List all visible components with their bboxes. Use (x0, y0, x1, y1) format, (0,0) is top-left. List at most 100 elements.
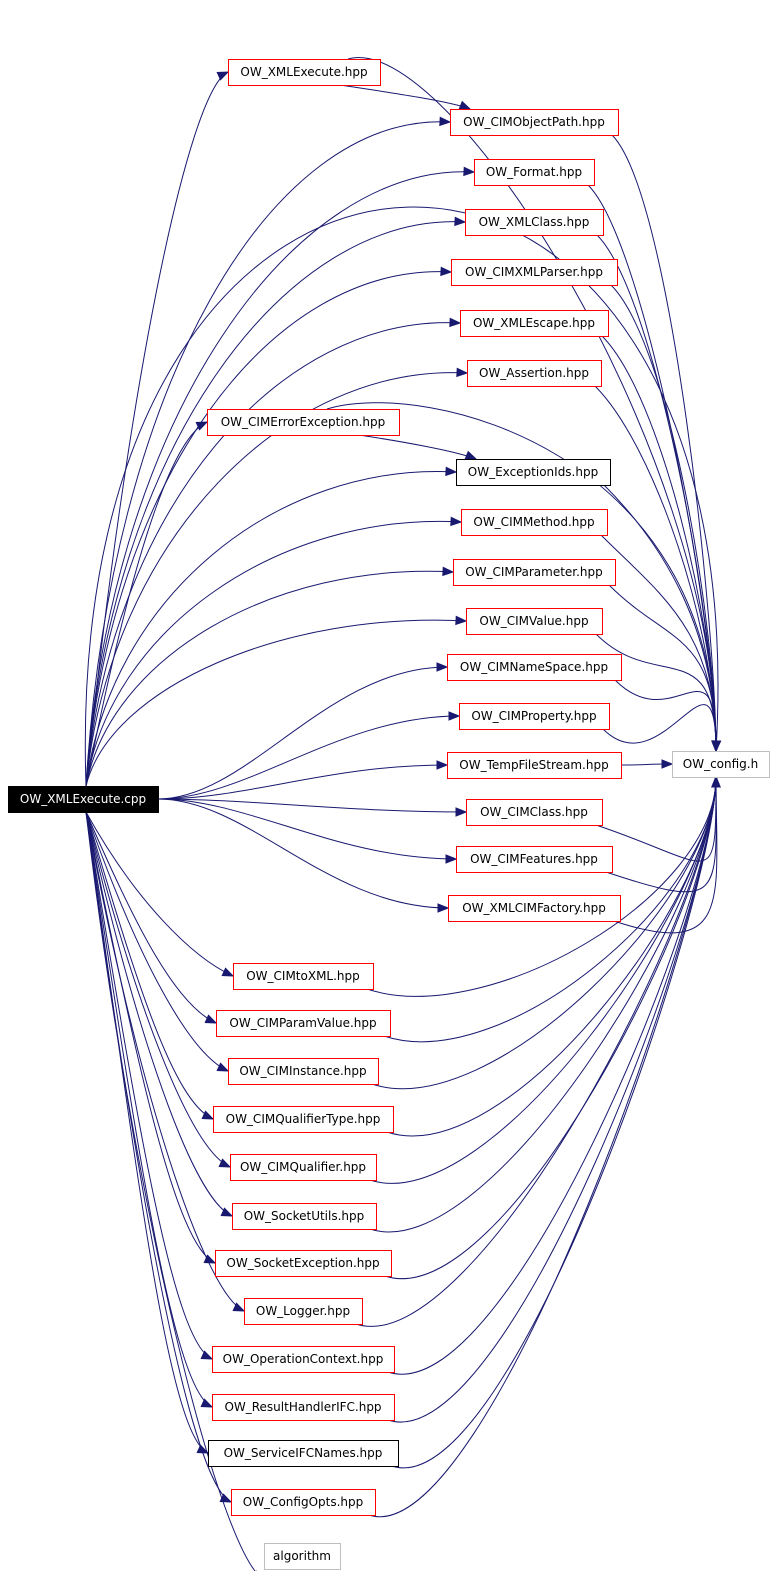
node-ow-operationcontext-hpp[interactable]: OW_OperationContext.hpp (212, 1346, 395, 1373)
node-ow-xmlescape-hpp[interactable]: OW_XMLEscape.hpp (460, 310, 609, 337)
node-ow-cimobjectpath-hpp[interactable]: OW_CIMObjectPath.hpp (450, 109, 619, 136)
arrowhead-n0-n11 (442, 566, 455, 577)
edge-n0-n32 (85, 811, 256, 1571)
node-box (466, 608, 603, 635)
node-box (208, 1440, 399, 1467)
node-box (228, 1058, 379, 1085)
node-ow-tempfilestream-hpp[interactable]: OW_TempFileStream.hpp (447, 752, 622, 779)
node-label: OW_XMLClass.hpp (479, 215, 590, 229)
edge-n0-n28 (85, 811, 213, 1360)
node-ow-cimerrorexception-hpp[interactable]: OW_CIMErrorException.hpp (207, 409, 400, 436)
arrowhead-n0-n22 (216, 1062, 230, 1072)
node-box (232, 1203, 377, 1230)
edge-n0-n14 (157, 715, 460, 800)
node-ow-socketexception-hpp[interactable]: OW_SocketException.hpp (215, 1250, 392, 1277)
arrowhead-n0-n5 (440, 266, 453, 277)
edge-n0-n5 (85, 271, 452, 787)
node-label: OW_OperationContext.hpp (223, 1352, 384, 1366)
node-label: OW_CIMInstance.hpp (239, 1064, 366, 1078)
node-box (453, 559, 616, 586)
arrowhead-n0-n27 (232, 1302, 246, 1312)
edge-n8-n9 (358, 434, 477, 460)
edge-n21-n19 (383, 776, 717, 1043)
node-ow-cimvalue-hpp[interactable]: OW_CIMValue.hpp (466, 608, 603, 635)
node-label: OW_XMLEscape.hpp (473, 316, 595, 330)
edge-n0-n25 (85, 811, 233, 1217)
node-ow-cimqualifiertype-hpp[interactable]: OW_CIMQualifierType.hpp (213, 1106, 394, 1133)
node-ow-cimfeatures-hpp[interactable]: OW_CIMFeatures.hpp (456, 846, 613, 873)
node-label: OW_CIMValue.hpp (479, 614, 588, 628)
edge-n25-n19 (369, 776, 717, 1233)
node-box (456, 846, 613, 873)
node-ow-logger-hpp[interactable]: OW_Logger.hpp (244, 1298, 363, 1325)
node-label: OW_CIMFeatures.hpp (470, 852, 598, 866)
node-ow-cimtoxml-hpp[interactable]: OW_CIMtoXML.hpp (233, 963, 374, 990)
node-label: OW_CIMParamValue.hpp (229, 1016, 376, 1030)
arrowhead-n31-n19 (711, 775, 721, 788)
node-label: OW_ServiceIFCNames.hpp (224, 1446, 383, 1460)
node-box (264, 1543, 341, 1570)
node-box (465, 209, 604, 236)
edge-n0-n21 (85, 811, 217, 1024)
node-label: OW_TempFileStream.hpp (459, 758, 608, 772)
arrowhead-n0-n15 (436, 760, 449, 770)
arrowhead-n0-n17 (445, 854, 458, 864)
node-ow-cimnamespace-hpp[interactable]: OW_CIMNameSpace.hpp (447, 654, 622, 681)
edge-n0-n8 (85, 421, 208, 787)
edge-n14-n19 (602, 704, 717, 752)
node-ow-xmlexecute-hpp[interactable]: OW_XMLExecute.hpp (228, 59, 381, 86)
node-ow-format-hpp[interactable]: OW_Format.hpp (474, 159, 595, 186)
node-ow-ciminstance-hpp[interactable]: OW_CIMInstance.hpp (228, 1058, 379, 1085)
edge-n0-n2 (85, 121, 451, 787)
edge-n0-n16 (157, 798, 467, 813)
arrowhead-n0-n18 (437, 903, 450, 913)
node-box (451, 259, 618, 286)
arrowhead-n0-n28 (200, 1350, 214, 1360)
node-ow-resulthandlerifc-hpp[interactable]: OW_ResultHandlerIFC.hpp (212, 1394, 395, 1421)
node-ow-cimproperty-hpp[interactable]: OW_CIMProperty.hpp (459, 703, 610, 730)
edge-n0-n26 (85, 811, 216, 1264)
node-box (207, 409, 400, 436)
node-ow-configopts-hpp[interactable]: OW_ConfigOpts.hpp (231, 1489, 376, 1516)
arrowhead-n0-n8 (195, 421, 209, 431)
node-label: OW_ResultHandlerIFC.hpp (224, 1400, 381, 1414)
node-box (228, 59, 381, 86)
arrowhead-n0-n25 (220, 1207, 234, 1217)
node-ow-serviceifcnames-hpp: OW_ServiceIFCNames.hpp (208, 1440, 399, 1467)
edge-n0-n3 (85, 171, 475, 787)
node-label: OW_XMLExecute.cpp (20, 792, 146, 806)
node-box (233, 963, 374, 990)
edge-n30-n19 (391, 776, 717, 1469)
node-label: OW_XMLExecute.hpp (240, 65, 367, 79)
node-box (466, 799, 603, 826)
node-ow-assertion-hpp[interactable]: OW_Assertion.hpp (467, 360, 602, 387)
node-box (456, 459, 611, 486)
edge-n0-n27 (85, 811, 245, 1312)
edge-n0-n23 (85, 811, 214, 1120)
node-ow-cimqualifier-hpp[interactable]: OW_CIMQualifier.hpp (230, 1154, 377, 1181)
edge-n18-n19 (613, 776, 718, 934)
node-ow-cimxmlparser-hpp[interactable]: OW_CIMXMLParser.hpp (451, 259, 618, 286)
node-ow-xmlclass-hpp[interactable]: OW_XMLClass.hpp (465, 209, 604, 236)
node-label: OW_SocketException.hpp (226, 1256, 379, 1270)
node-label: OW_CIMErrorException.hpp (221, 415, 386, 429)
edge-n0-n7 (85, 372, 468, 787)
node-ow-xmlcimfactory-hpp[interactable]: OW_XMLCIMFactory.hpp (448, 895, 621, 922)
node-ow-cimparameter-hpp[interactable]: OW_CIMParameter.hpp (453, 559, 616, 586)
edge-n0-n12 (85, 619, 467, 787)
node-box (459, 703, 610, 730)
edge-n24-n19 (369, 776, 717, 1184)
node-ow-cimmethod-hpp[interactable]: OW_CIMMethod.hpp (461, 509, 608, 536)
node-label: OW_CIMtoXML.hpp (246, 969, 360, 983)
arrowhead-n0-n2 (439, 116, 452, 127)
edge-n0-n22 (85, 811, 229, 1072)
edge-n13-n19 (614, 679, 717, 752)
node-label: OW_CIMObjectPath.hpp (463, 115, 605, 129)
edge-n0-n29 (85, 811, 213, 1408)
node-ow-cimparamvalue-hpp[interactable]: OW_CIMParamValue.hpp (216, 1010, 391, 1037)
node-ow-xmlexecute-cpp: OW_XMLExecute.cpp (8, 786, 159, 813)
edge-n6-n19 (601, 335, 717, 752)
node-label: OW_CIMQualifierType.hpp (226, 1112, 381, 1126)
node-ow-cimclass-hpp[interactable]: OW_CIMClass.hpp (466, 799, 603, 826)
node-ow-socketutils-hpp[interactable]: OW_SocketUtils.hpp (232, 1203, 377, 1230)
